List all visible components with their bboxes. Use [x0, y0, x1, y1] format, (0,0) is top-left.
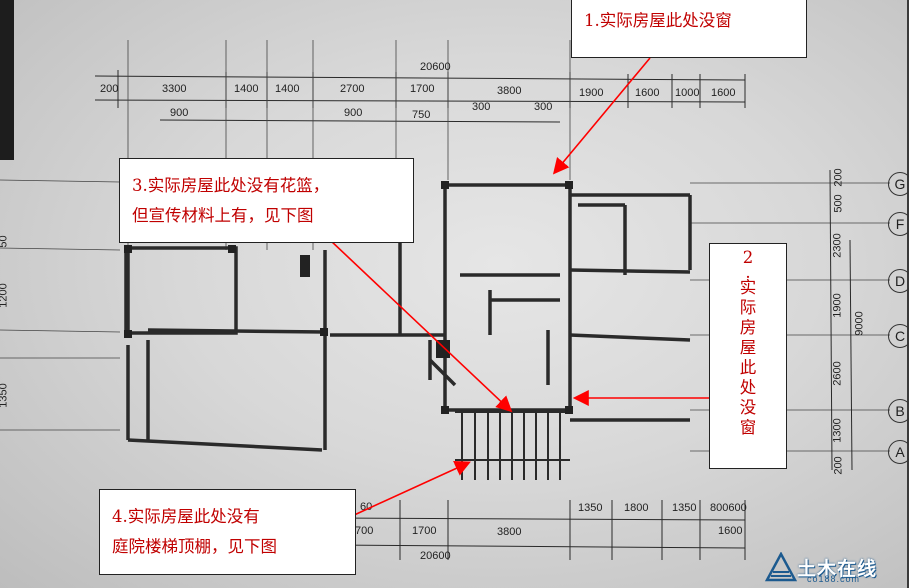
dim-top-7: 1900 [579, 87, 604, 99]
dim-top-sub-1: 900 [344, 107, 363, 119]
callout-2-char-9: 窗 [739, 418, 757, 437]
callout-3-line-1: 3.实际房屋此处没有花篮， [132, 176, 330, 195]
callout-2-char-6: 此 [739, 358, 757, 377]
arrow-4 [351, 461, 471, 517]
dim-bottom-total: 20600 [420, 550, 451, 562]
callout-2-char-8: 没 [739, 398, 757, 417]
axis-bubble-d: D [888, 269, 909, 293]
dim-bottom-7: 1600 [718, 525, 743, 537]
dim-bottom-partial: 60 [360, 501, 373, 513]
dim-top-sub-0: 900 [170, 107, 189, 119]
dim-top-3: 1400 [275, 83, 300, 95]
callout-2-char-3: 际 [739, 298, 757, 317]
watermark-subtext: co188.com [807, 574, 861, 584]
dark-corner-top-left [0, 0, 14, 160]
dark-corner-top-right [907, 0, 909, 588]
dim-top-total: 20600 [420, 61, 451, 73]
dim-top-4: 2700 [340, 83, 365, 95]
dim-top-1: 3300 [162, 83, 187, 95]
axis-bubble-g: G [888, 172, 909, 196]
axis-bubble-a: A [888, 440, 909, 464]
dim-top-2: 1400 [234, 83, 259, 95]
dim-bottom-1: 1700 [412, 525, 437, 537]
dim-bottom-4: 1800 [624, 502, 649, 514]
logo-tower-icon [764, 552, 798, 582]
arrow-1 [552, 57, 651, 175]
callout-2-char-7: 处 [739, 378, 757, 397]
axis-bubble-b: B [888, 399, 909, 423]
callout-2-char-2: 实 [739, 278, 757, 297]
axis-bubble-f: F [888, 212, 909, 236]
callout-2-char-1: . [745, 263, 751, 282]
site-watermark-logo: 土木在线 co188.com [763, 552, 903, 584]
callout-3-no-flower-basket: 3.实际房屋此处没有花篮， 但宣传材料上有，见下图 [119, 158, 414, 243]
axis-bubble-c: C [888, 324, 909, 348]
dim-top-sub-4: 300 [534, 101, 553, 113]
callout-2-char-0: 2 [742, 248, 754, 267]
dim-top-8: 1600 [635, 87, 660, 99]
callout-3-line-2: 但宣传材料上有，见下图 [132, 206, 314, 225]
callout-4-line-1: 4.实际房屋此处没有 [112, 507, 260, 526]
dim-bottom-5: 1350 [672, 502, 697, 514]
callout-4-no-stair-canopy: 4.实际房屋此处没有 庭院楼梯顶棚，见下图 [99, 489, 356, 575]
dim-top-sub-2: 750 [412, 109, 431, 121]
arrow-3 [329, 239, 513, 413]
watermark-text: 土木在线 [797, 558, 878, 580]
dim-bottom-6: 800600 [710, 502, 747, 514]
callout-1-no-window: 1.实际房屋此处没窗 [571, 0, 807, 58]
callout-2-no-window: 2 . 实 际 房 屋 此 处 没 窗 [709, 243, 787, 469]
callout-4-line-2: 庭院楼梯顶棚，见下图 [112, 537, 277, 556]
dim-top-9: 1000 [675, 87, 700, 99]
callout-2-char-5: 屋 [739, 338, 757, 357]
dim-top-0: 200 [100, 83, 119, 95]
dim-bottom-3: 1350 [578, 502, 603, 514]
callout-2-char-4: 房 [739, 318, 757, 337]
dim-top-sub-3: 300 [472, 101, 491, 113]
dim-top-10: 1600 [711, 87, 736, 99]
callout-1-text: 1.实际房屋此处没窗 [584, 11, 732, 30]
dim-bottom-0: 700 [355, 525, 374, 537]
dim-top-5: 1700 [410, 83, 435, 95]
dim-top-6: 3800 [497, 85, 522, 97]
dim-bottom-2: 3800 [497, 526, 522, 538]
